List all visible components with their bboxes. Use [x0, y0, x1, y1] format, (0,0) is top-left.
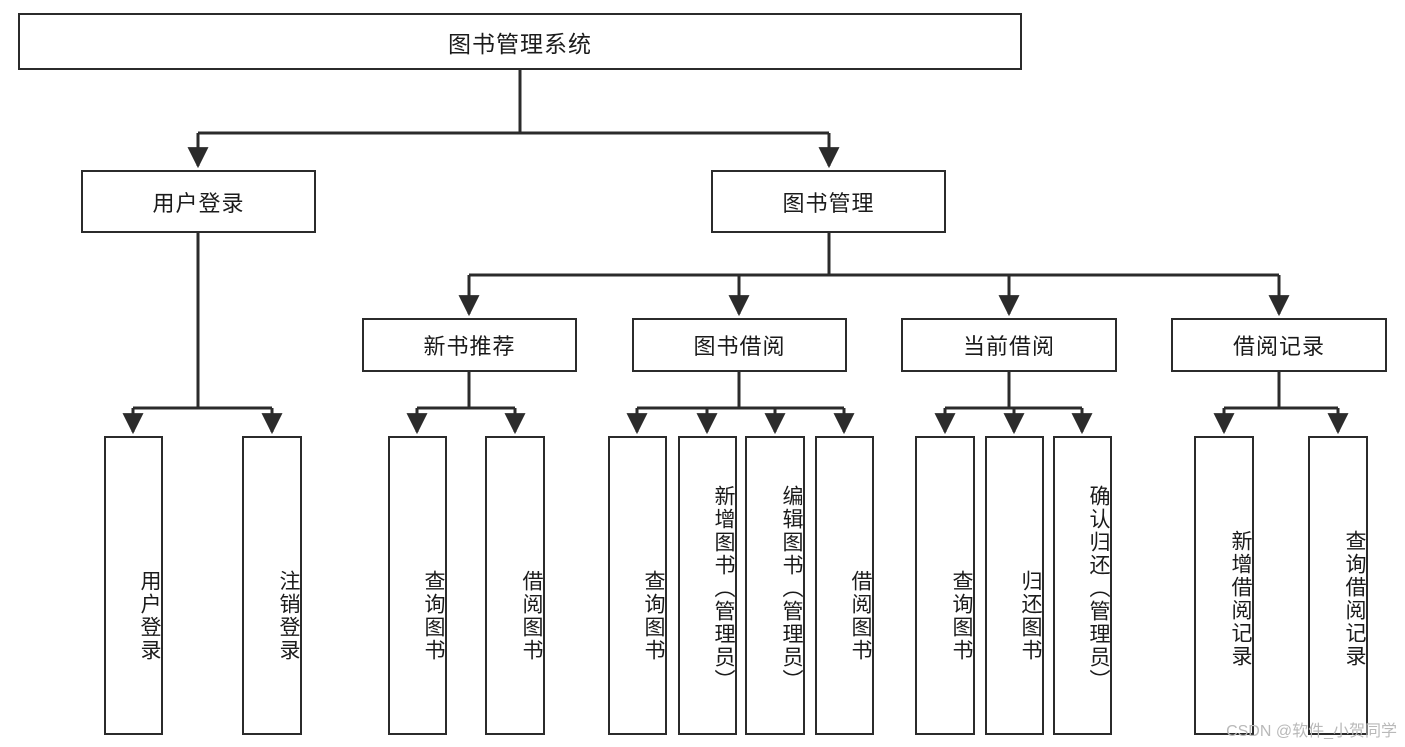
watermark-credit: CSDN @软件_小贺同学	[1226, 723, 1397, 740]
leaf-edit-book-admin[interactable]: 编辑图书（管理员）	[745, 436, 805, 735]
leaf-logout-login[interactable]: 注销登录	[242, 436, 302, 735]
node-user-login[interactable]: 用户登录	[81, 170, 316, 233]
node-current-borrow[interactable]: 当前借阅	[901, 318, 1117, 372]
node-new-book-recommend[interactable]: 新书推荐	[362, 318, 577, 372]
leaf-borrow-book-recommend[interactable]: 借阅图书	[485, 436, 545, 735]
leaf-add-book-admin[interactable]: 新增图书（管理员）	[678, 436, 737, 735]
leaf-query-borrow-record[interactable]: 查询借阅记录	[1308, 436, 1368, 735]
leaf-user-login[interactable]: 用户登录	[104, 436, 163, 735]
node-book-management[interactable]: 图书管理	[711, 170, 946, 233]
leaf-borrow-book[interactable]: 借阅图书	[815, 436, 874, 735]
leaf-confirm-return-admin[interactable]: 确认归还（管理员）	[1053, 436, 1112, 735]
leaf-add-borrow-record[interactable]: 新增借阅记录	[1194, 436, 1254, 735]
node-root-system[interactable]: 图书管理系统	[18, 13, 1022, 70]
leaf-query-book-recommend[interactable]: 查询图书	[388, 436, 447, 735]
node-borrow-record[interactable]: 借阅记录	[1171, 318, 1387, 372]
node-book-borrow[interactable]: 图书借阅	[632, 318, 847, 372]
leaf-query-book-borrow[interactable]: 查询图书	[608, 436, 667, 735]
leaf-return-book[interactable]: 归还图书	[985, 436, 1044, 735]
leaf-query-book-current[interactable]: 查询图书	[915, 436, 975, 735]
